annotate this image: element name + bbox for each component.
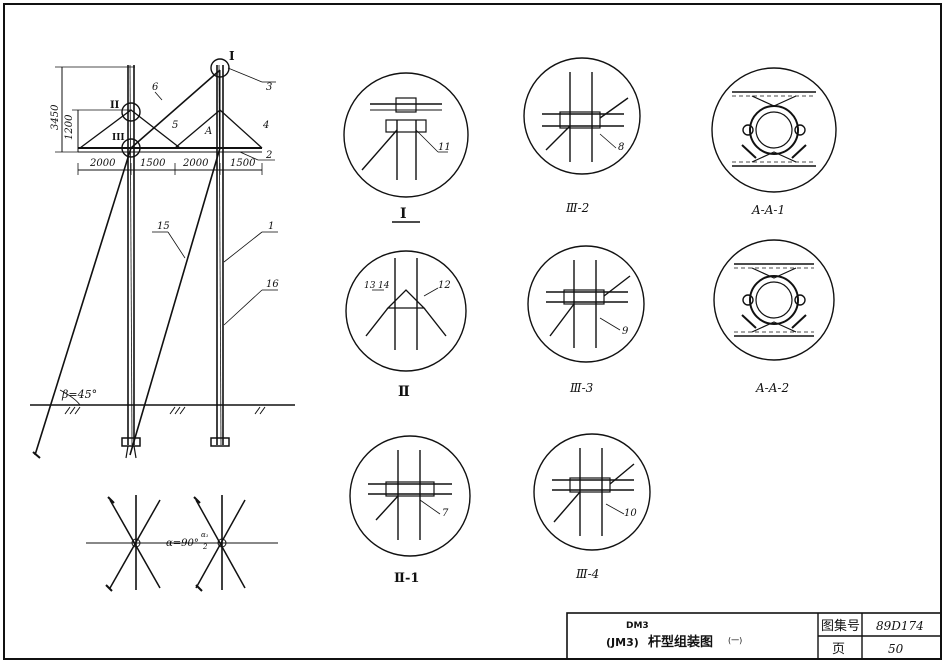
detail-ii-1-caption: Ⅱ-1 bbox=[394, 571, 419, 586]
detail-ii-part-12: 12 bbox=[438, 280, 451, 291]
plan-angle-den: 2 bbox=[202, 543, 208, 551]
detail-iii-4 bbox=[533, 433, 651, 551]
part-label-6: 6 bbox=[152, 82, 159, 93]
part-label-4: 4 bbox=[262, 120, 269, 131]
marker-i: I bbox=[229, 49, 235, 63]
title-block bbox=[566, 612, 942, 660]
sheet-border bbox=[3, 3, 942, 660]
plan-angle: α=90°- bbox=[166, 538, 203, 549]
detail-a-a-2-caption: A-A-2 bbox=[755, 381, 789, 395]
detail-a-a-2 bbox=[713, 239, 835, 361]
detail-a-a-1 bbox=[711, 67, 837, 193]
dim-total-height: 3450 bbox=[50, 104, 61, 130]
detail-iii-3 bbox=[527, 245, 645, 363]
detail-iii-2-caption: Ⅲ-2 bbox=[565, 201, 589, 215]
detail-iii-2-part: 8 bbox=[618, 142, 624, 153]
detail-iii-3-part: 9 bbox=[622, 326, 629, 337]
atlas-label: 图集号 bbox=[821, 618, 860, 634]
detail-i-caption: I bbox=[400, 206, 407, 222]
dim-bottom-1: 2000 bbox=[89, 158, 116, 169]
detail-ii-1-part: 7 bbox=[442, 508, 449, 519]
part-label-3: 3 bbox=[266, 82, 272, 93]
part-label-16: 16 bbox=[266, 279, 279, 290]
detail-ii-1 bbox=[349, 435, 471, 557]
detail-iii-4-caption: Ⅲ-4 bbox=[575, 567, 599, 581]
detail-iii-3-caption: Ⅲ-3 bbox=[569, 381, 594, 395]
detail-ii-caption: Ⅱ bbox=[398, 384, 410, 400]
title-line1: DM3 bbox=[626, 621, 649, 631]
marker-ii: II bbox=[110, 100, 120, 111]
part-label-1: 1 bbox=[268, 221, 274, 232]
part-label-15: 15 bbox=[157, 221, 170, 232]
detail-ii-part-13: 13 bbox=[364, 281, 376, 291]
part-label-5: 5 bbox=[172, 120, 178, 131]
pole-elevation bbox=[30, 58, 295, 459]
title-code: (JM3) bbox=[606, 636, 639, 649]
dim-bottom-3: 2000 bbox=[182, 158, 209, 169]
detail-ii bbox=[345, 250, 467, 372]
guy-angle: β=45° bbox=[61, 388, 97, 401]
marker-a: A bbox=[204, 126, 212, 137]
marker-iii: III bbox=[112, 133, 125, 143]
title-main: 杆型组装图 bbox=[648, 634, 713, 650]
dim-bottom-2: 1500 bbox=[140, 158, 166, 169]
elevation-labels: 3450 1200 2000 1500 2000 1500 I II III A… bbox=[50, 49, 279, 401]
plan-angle-num: α₁ bbox=[201, 531, 209, 539]
detail-i bbox=[343, 72, 469, 198]
detail-ii-part-14: 14 bbox=[378, 281, 390, 291]
plan-view bbox=[86, 495, 278, 592]
page-value: 50 bbox=[888, 642, 904, 656]
detail-iii-2 bbox=[523, 57, 641, 175]
title-suffix: (一) bbox=[728, 636, 742, 645]
atlas-value: 89D174 bbox=[876, 619, 924, 633]
detail-i-part: 11 bbox=[438, 142, 451, 153]
detail-a-a-1-caption: A-A-1 bbox=[751, 203, 785, 217]
page-label: 页 bbox=[832, 642, 845, 657]
dim-bottom-4: 1500 bbox=[230, 158, 256, 169]
dim-crossarm-drop: 1200 bbox=[64, 114, 75, 140]
part-label-2: 2 bbox=[265, 150, 272, 161]
detail-iii-4-part: 10 bbox=[624, 508, 637, 519]
